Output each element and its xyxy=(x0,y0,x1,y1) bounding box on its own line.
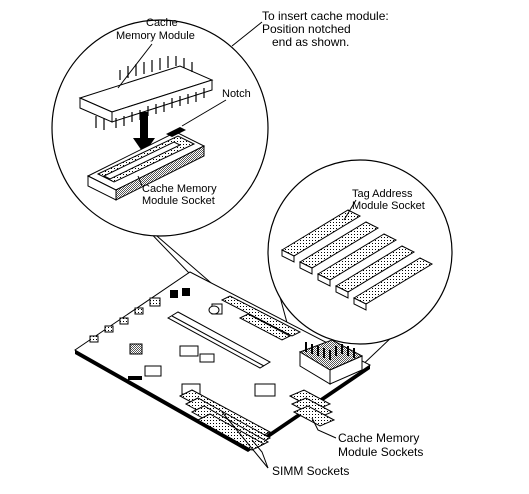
instruction-line-2: Position notched xyxy=(262,22,351,36)
simm-sockets-label: SIMM Sockets xyxy=(272,464,350,478)
board-cache-sockets-label-1: Cache Memory xyxy=(338,431,420,445)
cache-memory-module xyxy=(78,56,214,130)
instruction-line-3: end as shown. xyxy=(272,35,350,49)
cache-socket-label-1: Cache Memory xyxy=(142,183,217,195)
instruction-line-1: To insert cache module: xyxy=(262,9,389,23)
tag-socket-label-2: Module Socket xyxy=(352,200,425,212)
cpu-heatsink xyxy=(298,339,364,385)
cache-memory-socket xyxy=(86,127,206,201)
cache-module-label-1: Cache xyxy=(146,17,178,29)
notch-label: Notch xyxy=(222,88,251,100)
zoom-circle-cache-module xyxy=(51,19,269,237)
board-simm-sockets xyxy=(178,389,272,451)
board-cache-sockets-label-2: Module Sockets xyxy=(338,445,424,459)
board-cache-sockets xyxy=(288,389,336,427)
motherboard xyxy=(74,271,371,452)
cache-module-label-2: Memory Module xyxy=(116,30,195,42)
zoom-circle-tag-socket xyxy=(267,159,453,345)
insert-arrow-icon xyxy=(133,112,155,154)
callout-leaders xyxy=(221,21,337,469)
cache-socket-label-2: Module Socket xyxy=(142,195,215,207)
tag-address-sockets xyxy=(280,209,434,311)
tag-socket-label-1: Tag Address xyxy=(352,188,413,200)
